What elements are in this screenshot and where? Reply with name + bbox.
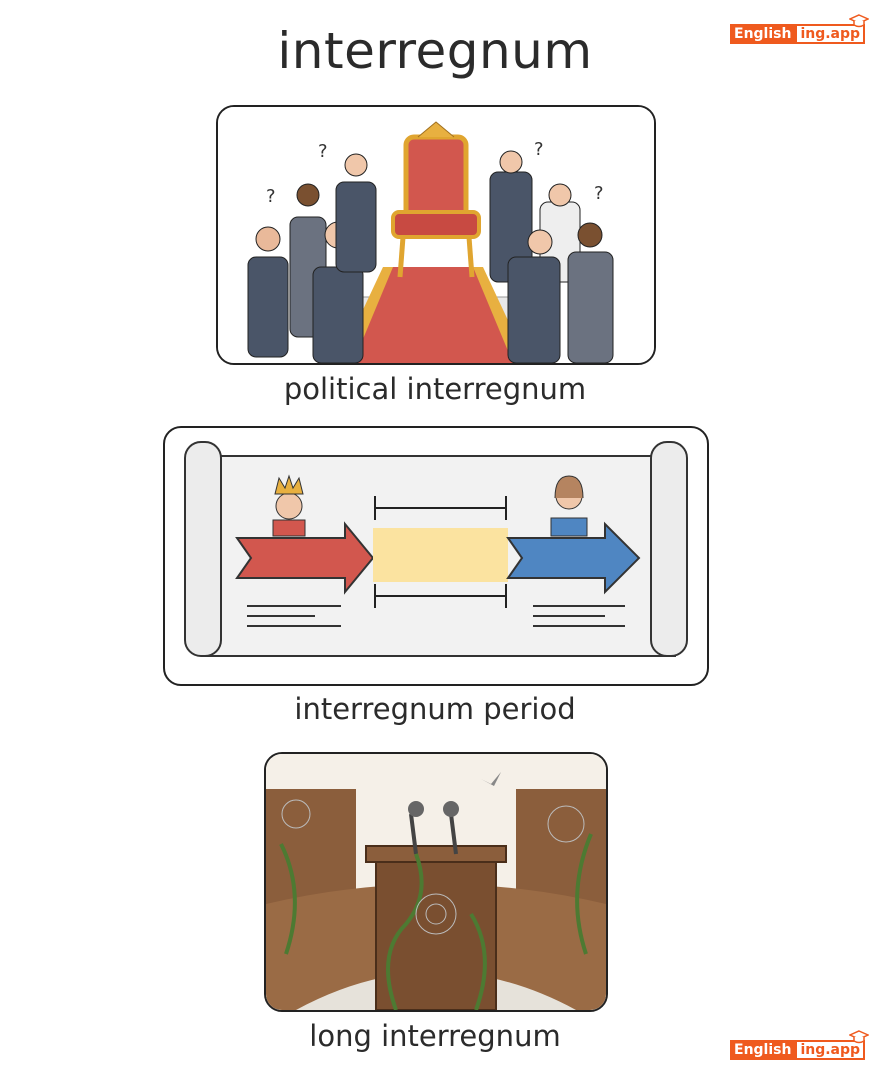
graduation-cap-icon <box>849 14 870 28</box>
svg-text:?: ? <box>594 183 604 204</box>
svg-text:?: ? <box>318 141 328 162</box>
brand-logo[interactable]: English ing.app <box>730 14 870 44</box>
logo-part-1: English <box>730 24 796 44</box>
logo-part-2: ing.app <box>795 1030 870 1060</box>
panel-caption: long interregnum <box>309 1019 561 1053</box>
throne-crowd-illustration: ???? <box>218 107 654 363</box>
panel-caption: political interregnum <box>283 372 587 406</box>
interregnum-period-illustration <box>163 426 709 686</box>
scroll-timeline-illustration <box>184 441 688 657</box>
abandoned-chamber-illustration <box>266 754 606 1010</box>
graduation-cap-icon <box>849 1030 870 1044</box>
panel-caption: interregnum period <box>294 692 576 726</box>
svg-text:?: ? <box>534 139 544 160</box>
page-title: interregnum <box>277 22 593 80</box>
political-interregnum-illustration: ???? <box>216 105 656 365</box>
logo-part-1: English <box>730 1040 796 1060</box>
svg-text:?: ? <box>266 186 276 207</box>
long-interregnum-illustration <box>264 752 608 1012</box>
brand-logo-bottom[interactable]: English ing.app <box>730 1030 870 1060</box>
logo-part-2: ing.app <box>795 14 870 44</box>
